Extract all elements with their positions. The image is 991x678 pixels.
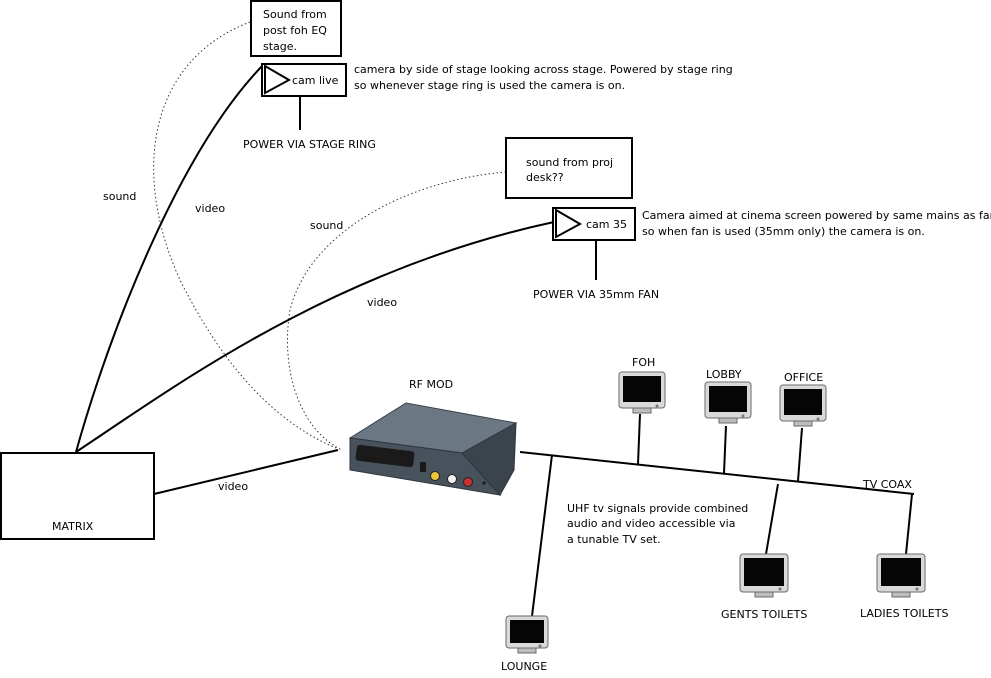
proj-desk-source: sound from proj desk?? xyxy=(505,137,633,199)
tv-gents xyxy=(739,553,789,598)
tv-ladies-label: LADIES TOILETS xyxy=(860,607,948,620)
uhf-note-line-3: a tunable TV set. xyxy=(567,533,661,546)
camera-35: cam 35 xyxy=(552,207,636,241)
label-sound-foh: sound xyxy=(103,190,136,203)
camera-live-icon xyxy=(264,64,292,95)
camera-35-label: cam 35 xyxy=(586,218,627,231)
camera-35-note-line-1: Camera aimed at cinema screen powered by… xyxy=(642,209,991,222)
camera-live: cam live xyxy=(261,63,347,97)
coax-drop-ladies xyxy=(905,493,913,555)
video-wire-matrix-rf xyxy=(153,449,339,495)
sound-path-foh xyxy=(153,21,337,449)
tv-foh xyxy=(618,371,666,414)
uhf-note-line-1: UHF tv signals provide combined xyxy=(567,502,748,515)
indicator-led xyxy=(482,481,486,485)
coax-drop-foh xyxy=(637,413,641,465)
label-sound-proj: sound xyxy=(310,219,343,232)
tv-lobby-label: LOBBY xyxy=(706,368,742,381)
coax-drop-lounge xyxy=(531,454,553,617)
tv-lounge xyxy=(505,615,549,654)
rf-modulator-device xyxy=(348,402,518,496)
matrix-label: MATRIX xyxy=(52,520,94,533)
tv-ladies xyxy=(876,553,926,598)
sound-path-proj xyxy=(287,171,507,451)
tv-coax-label: TV COAX xyxy=(862,478,912,491)
coax-drop-office xyxy=(797,427,803,482)
foh-eq-line-1: Sound from xyxy=(263,8,327,21)
camera-live-label: cam live xyxy=(292,74,339,87)
coax-drop-lobby xyxy=(723,425,727,474)
foh-eq-line-2: post foh EQ xyxy=(263,24,327,37)
label-video-cam-live: video xyxy=(195,202,225,215)
video-jack xyxy=(430,471,440,481)
label-video-cam-35: video xyxy=(367,296,397,309)
foh-eq-line-3: stage. xyxy=(263,40,297,53)
tv-lobby xyxy=(704,381,752,424)
tv-lounge-label: LOUNGE xyxy=(501,660,547,673)
foh-eq-source: Sound from post foh EQ stage. xyxy=(250,0,342,57)
video-wire-cam-35 xyxy=(75,221,555,453)
proj-desk-line-1: sound from proj xyxy=(526,156,613,169)
scart-socket xyxy=(355,444,415,468)
audio-left-jack xyxy=(447,474,457,484)
tv-office xyxy=(779,384,827,427)
video-wire-cam-live xyxy=(75,63,265,453)
audio-right-jack xyxy=(463,477,473,487)
camera-35-icon xyxy=(555,208,583,239)
camera-live-note-line-2: so whenever stage ring is used the camer… xyxy=(354,79,625,92)
tv-foh-label: FOH xyxy=(632,356,655,369)
camera-35-power: POWER VIA 35mm FAN xyxy=(533,288,659,301)
uhf-note-line-2: audio and video accessible via xyxy=(567,517,735,530)
coax-trunk xyxy=(519,451,915,495)
tv-office-label: OFFICE xyxy=(784,371,823,384)
tv-gents-label: GENTS TOILETS xyxy=(721,608,807,621)
camera-live-note-line-1: camera by side of stage looking across s… xyxy=(354,63,733,76)
coax-drop-gents xyxy=(765,483,779,555)
tv-coax-network xyxy=(519,413,915,617)
label-video-matrix-rf: video xyxy=(218,480,248,493)
camera-live-power: POWER VIA STAGE RING xyxy=(243,138,376,151)
camera-35-note-line-2: so when fan is used (35mm only) the came… xyxy=(642,225,925,238)
rf-mod-side xyxy=(461,422,517,496)
rf-mod-label: RF MOD xyxy=(409,378,453,391)
power-jack xyxy=(420,462,426,472)
matrix: MATRIX xyxy=(0,452,155,540)
proj-desk-line-2: desk?? xyxy=(526,171,564,184)
